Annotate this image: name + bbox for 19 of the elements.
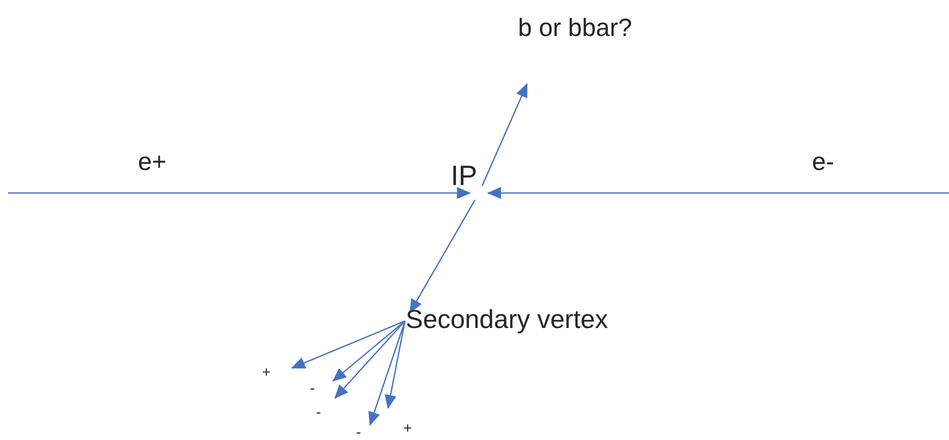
track-arrow	[334, 320, 406, 399]
node-label: +	[403, 421, 412, 436]
beam-label: e-	[812, 150, 834, 175]
track-arrow	[482, 83, 528, 186]
node-label: -	[310, 381, 315, 396]
track-arrow	[368, 320, 406, 426]
node-label: b or bbar?	[518, 16, 632, 41]
node-label: +	[262, 364, 271, 380]
beam-arrow	[8, 187, 471, 199]
track-arrow	[409, 200, 476, 314]
node-label: Secondary vertex	[406, 306, 608, 332]
node-label: -	[356, 425, 361, 440]
beam-arrow	[487, 187, 949, 199]
beam-label: e+	[138, 150, 167, 175]
track-arrow	[332, 320, 406, 382]
node-label: -	[316, 405, 321, 420]
track-arrow	[291, 320, 406, 369]
track-arrow	[384, 320, 406, 409]
node-label: IP	[450, 162, 478, 190]
